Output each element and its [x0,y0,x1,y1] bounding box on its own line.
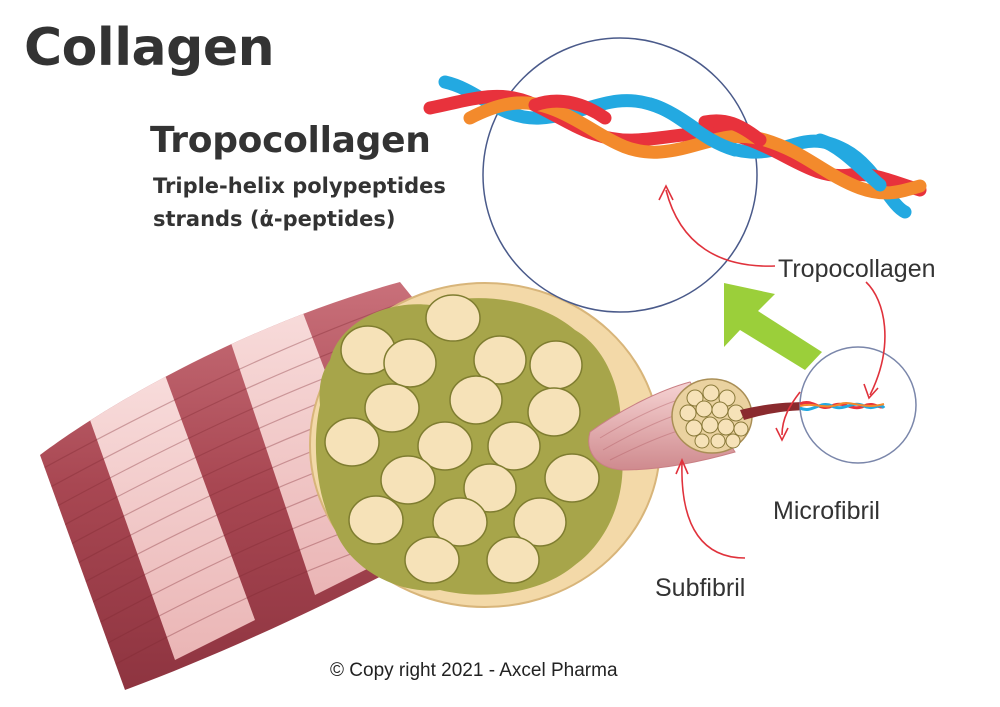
page-title: Collagen [24,18,275,78]
tropocollagen-circle [423,37,927,313]
description-line-1: Triple-helix polypeptides [153,174,446,198]
tropocollagen-label: Tropocollagen [778,255,936,283]
fibre-bundle [40,282,661,690]
copyright-notice: © Copy right 2021 - Axcel Pharma [330,660,618,681]
microfibril-label: Microfibril [773,497,880,525]
zoom-arrow-icon [724,283,822,370]
tropocollagen-description: Triple-helix polypeptides strands (ἀ-pep… [153,170,446,236]
subfibril [588,378,812,471]
subfibril-label: Subfibril [655,574,746,602]
tropocollagen-heading: Tropocollagen [150,120,431,161]
pointer-lines [658,184,886,559]
microfibril-circle [799,346,917,464]
description-line-2: strands (ἀ-peptides) [153,207,396,231]
